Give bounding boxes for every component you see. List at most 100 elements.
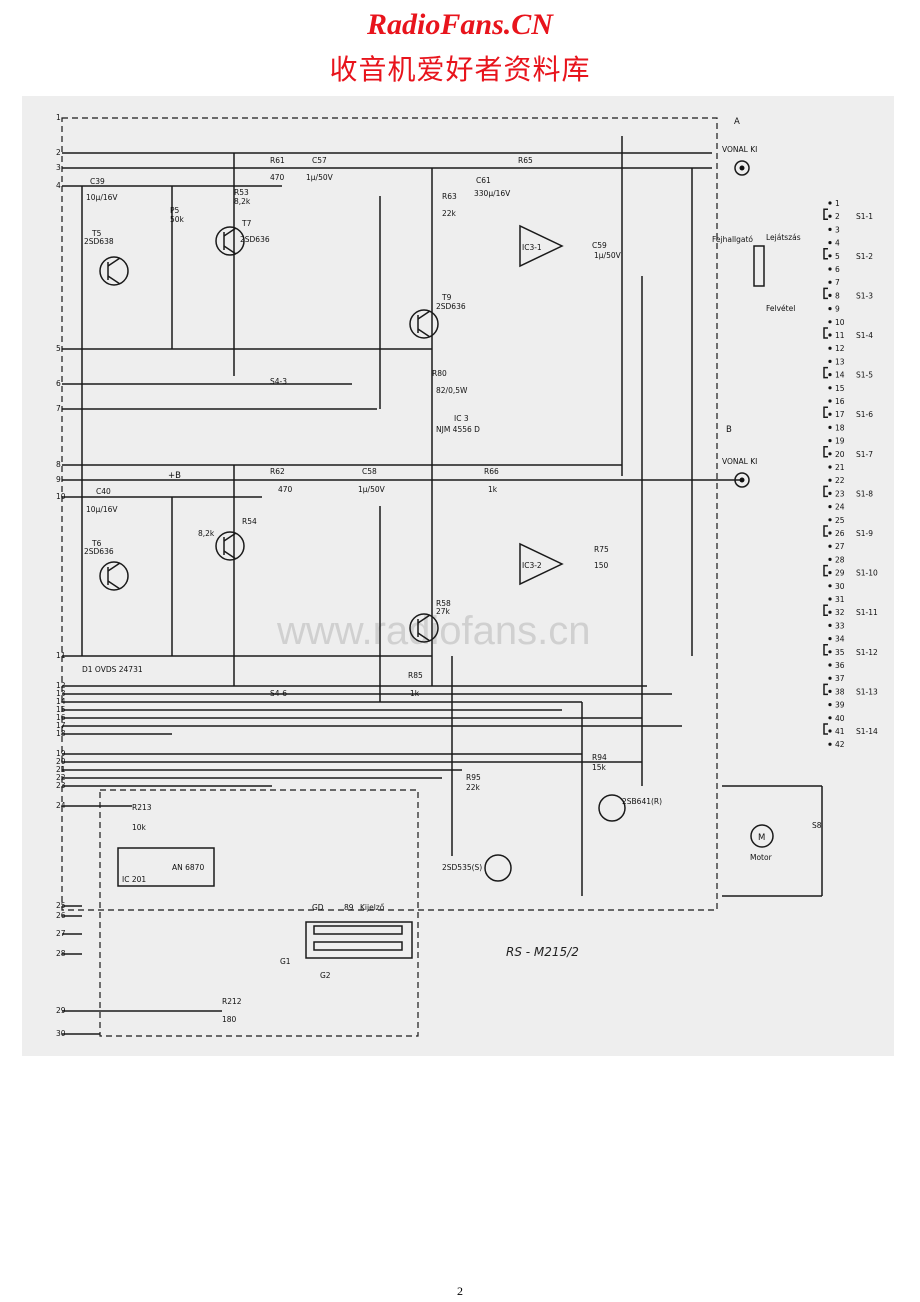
switch-contact-dot bbox=[828, 425, 832, 429]
terminal-label: 21 bbox=[56, 765, 66, 774]
terminal-label: 14 bbox=[56, 697, 66, 706]
terminal-label: 28 bbox=[56, 949, 66, 958]
switch-group-label: S1-14 bbox=[856, 727, 878, 736]
switch-contact-dot bbox=[828, 557, 832, 561]
switch-contact-dot bbox=[828, 505, 832, 509]
c61-label: C61 bbox=[476, 176, 491, 185]
switch-contact-number: 7 bbox=[835, 278, 840, 287]
switch-contact-number: 30 bbox=[835, 582, 845, 591]
switch-contact-dot bbox=[828, 307, 832, 311]
switch-contact-number: 2 bbox=[835, 212, 840, 221]
r75-label: R75 bbox=[594, 545, 609, 554]
r213-value: 10k bbox=[132, 823, 147, 832]
switch-contact-number: 27 bbox=[835, 542, 845, 551]
opamp-ic3-1: IC3-1 bbox=[519, 224, 564, 268]
r95-label: R95 bbox=[466, 773, 481, 782]
r85-value: 1k bbox=[410, 689, 420, 698]
switch-group-label: S1-8 bbox=[856, 489, 873, 498]
p5-value: 50k bbox=[170, 215, 185, 224]
site-subtitle: 收音机爱好者资料库 bbox=[329, 53, 591, 86]
switch-contact-number: 35 bbox=[835, 648, 845, 657]
motor: M Motor S8 bbox=[750, 821, 822, 862]
switch-contact-dot bbox=[828, 320, 832, 324]
switch-contact-number: 26 bbox=[835, 529, 845, 538]
transistor-t10: R58 27k bbox=[409, 599, 451, 643]
site-title: RadioFans.CN bbox=[367, 8, 553, 41]
t7-part: 2SD636 bbox=[240, 235, 270, 244]
terminal-labels: 1 2 3 4 5 6 7 8 9 10 11 12 13 14 15 16 1… bbox=[56, 113, 66, 1038]
switch-contact-number: 28 bbox=[835, 555, 845, 564]
switch-contact-dot bbox=[828, 201, 832, 205]
t8-part: 8,2k bbox=[198, 529, 215, 538]
switch-group-label: S1-9 bbox=[856, 529, 873, 538]
switch-contact-dot bbox=[828, 703, 832, 707]
switch-group-bracket bbox=[823, 446, 828, 458]
terminal-label: 27 bbox=[56, 929, 66, 938]
ic3-2-label: IC3-2 bbox=[522, 561, 542, 570]
r94-label: R94 bbox=[592, 753, 607, 762]
transistor-t8: R54 8,2k bbox=[198, 517, 257, 561]
switch-contact-dot bbox=[828, 689, 832, 694]
c39-label: C39 bbox=[90, 177, 105, 186]
schematic-diagram: www.radiofans.cn bbox=[56, 113, 878, 1038]
switch-contact-dot bbox=[828, 399, 832, 403]
indicator-pin-89: 89 bbox=[344, 903, 354, 912]
play-label: Lejátszás bbox=[766, 233, 801, 242]
line-out-label: VONAL KI bbox=[722, 145, 757, 154]
indicator-display: Kijelző GD G1 G2 89 bbox=[280, 903, 413, 980]
opamp-ic3-2: IC3-2 bbox=[519, 542, 564, 586]
switch-s4-6-label: S4-6 bbox=[270, 689, 287, 698]
terminal-label: 8 bbox=[56, 460, 61, 469]
plus-b-label: +B bbox=[168, 471, 181, 481]
switch-group-label: S1-13 bbox=[856, 687, 878, 696]
r80-value: 82/0,5W bbox=[436, 386, 468, 395]
t13-label: 2SB641(R) bbox=[622, 797, 662, 806]
t8-label: R54 bbox=[242, 517, 257, 526]
terminal-label: 3 bbox=[56, 163, 61, 172]
terminal-label: 25 bbox=[56, 901, 66, 910]
headphone-label: Fejhallgató bbox=[712, 235, 753, 244]
terminal-label: 12 bbox=[56, 681, 66, 690]
switch-group-label: S1-6 bbox=[856, 410, 873, 419]
ic-an6870: IC 201 AN 6870 bbox=[117, 847, 215, 887]
t10-part: 27k bbox=[436, 607, 451, 616]
watermark: www.radiofans.cn bbox=[276, 609, 590, 653]
switch-group-label: S1-10 bbox=[856, 569, 878, 578]
switch-contact-dot bbox=[828, 531, 832, 535]
switch-contact-dot bbox=[828, 650, 832, 654]
t6-label: T6 bbox=[91, 539, 102, 548]
switch-contact-dot bbox=[828, 254, 832, 258]
switch-contact-number: 32 bbox=[835, 608, 845, 617]
terminal-label: 5 bbox=[56, 344, 61, 353]
switch-contact-number: 11 bbox=[835, 331, 845, 340]
ic3-part: NJM 4556 D bbox=[436, 425, 480, 434]
svg-text:M: M bbox=[758, 833, 765, 843]
r65-label: R65 bbox=[518, 156, 533, 165]
r53-label: R53 bbox=[234, 188, 249, 197]
switch-contact-dot bbox=[828, 373, 832, 377]
c40-value: 10µ/16V bbox=[86, 505, 118, 514]
switch-contact-dot bbox=[828, 346, 832, 350]
switch-contact-number: 41 bbox=[835, 727, 845, 736]
component-labels-top: C39 10µ/16V P5 50k R53 8,2k R61 470 C57 … bbox=[86, 156, 622, 395]
terminal-label: 4 bbox=[56, 181, 61, 190]
switch-contact-dot bbox=[828, 452, 832, 456]
terminal-label: 29 bbox=[56, 1006, 66, 1015]
switch-contact-number: 8 bbox=[835, 291, 840, 300]
node-a-label: A bbox=[734, 117, 740, 127]
switch-contact-number: 29 bbox=[835, 569, 845, 578]
t9-part: 2SD636 bbox=[436, 302, 466, 311]
indicator-pin-g1: G1 bbox=[280, 957, 291, 966]
switch-contact-number: 5 bbox=[835, 252, 840, 261]
r62-label: R62 bbox=[270, 467, 285, 476]
terminal-label: 30 bbox=[56, 1029, 66, 1038]
switch-contact-number: 6 bbox=[835, 265, 840, 274]
r75-value: 150 bbox=[594, 561, 609, 570]
switch-contact-dot bbox=[828, 637, 832, 641]
switch-contact-dot bbox=[828, 491, 832, 495]
switch-contact-number: 16 bbox=[835, 397, 845, 406]
switch-contact-number: 14 bbox=[835, 371, 845, 380]
transistor-t15: 2SD535(S) bbox=[442, 854, 512, 882]
terminal-label: 23 bbox=[56, 781, 66, 790]
ic201-part: AN 6870 bbox=[172, 863, 204, 872]
